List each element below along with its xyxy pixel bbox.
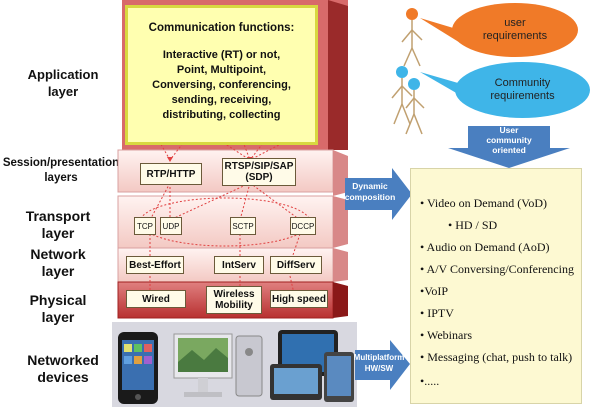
application-functions-title: Communication functions:: [148, 22, 295, 34]
service-item-hd-sd: • HD / SD: [448, 218, 498, 232]
layer-label-physical: Physical layer: [29, 292, 87, 325]
session-box-rtp-http: RTP/HTTP: [140, 163, 202, 185]
layer-label-transport: Transport layer: [25, 208, 91, 241]
user-community-oriented-label: User community oriented: [486, 125, 532, 155]
dynamic-composition-arrow: [345, 168, 412, 220]
physical-box-wired: Wired: [126, 290, 186, 308]
application-functions-body: Interactive (RT) or not, Point, Multipoi…: [152, 49, 291, 121]
service-item-aod: • Audio on Demand (AoD): [420, 240, 550, 254]
computer-tower-icon: [235, 335, 263, 397]
service-item-webinars: • Webinars: [420, 328, 473, 342]
slab-transport-side: [333, 196, 348, 248]
user-community-arrow: [448, 126, 570, 168]
service-item-voip: •VoIP: [420, 284, 448, 298]
user-bubble-tail: [420, 18, 462, 44]
services-panel: [410, 168, 582, 404]
community-requirements-bubble: Community requirements: [455, 62, 590, 118]
stick-figures-graphic: [391, 8, 425, 135]
service-item-vod: • Video on Demand (VoD): [420, 196, 548, 210]
dynamic-composition-label: Dynamic composition: [344, 181, 396, 202]
user-figure-icon: [401, 8, 423, 67]
service-item-more: •.....: [420, 374, 440, 388]
multiplatform-label: Multiplatform HW/SW: [353, 353, 405, 373]
physical-box-wireless-mobility: Wireless Mobility: [206, 286, 262, 314]
transport-box-sctp: SCTP: [230, 217, 256, 235]
smartphone-icon: [118, 332, 158, 404]
desktop-monitor-icon: [173, 333, 233, 397]
transport-box-dccp: DCCP: [290, 217, 316, 235]
session-box-rtsp-sip-sap: RTSP/SIP/SAP (SDP): [222, 158, 296, 186]
network-box-diffserv: DiffServ: [270, 256, 322, 274]
multiplatform-arrow: [355, 340, 410, 390]
service-item-av-conferencing: • A/V Conversing/Conferencing: [420, 262, 574, 276]
network-box-intserv: IntServ: [214, 256, 264, 274]
transport-box-tcp: TCP: [134, 217, 156, 235]
devices-graphic: [118, 330, 354, 404]
community-bubble-tail: [420, 72, 465, 98]
layer-label-network: Network layer: [30, 246, 86, 279]
community-figure-1-icon: [391, 66, 413, 125]
slab-application-side: [328, 0, 348, 150]
slab-physical-side: [333, 282, 348, 318]
slab-session-side: [333, 150, 348, 196]
service-item-iptv: • IPTV: [420, 306, 454, 320]
layer-label-session: Session/presentation layers: [2, 157, 120, 184]
network-box-best-effort: Best-Effort: [126, 256, 184, 274]
physical-box-high-speed: High speed: [270, 290, 328, 308]
slab-network-side: [333, 248, 348, 282]
layer-label-application: Application layer: [27, 67, 99, 99]
transport-box-udp: UDP: [160, 217, 182, 235]
user-requirements-bubble: user requirements: [452, 3, 578, 57]
tablet-icon: [270, 330, 354, 402]
application-functions-box: Communication functions: Interactive (RT…: [125, 5, 318, 145]
layer-label-devices: Networked devices: [27, 352, 99, 385]
service-item-messaging: • Messaging (chat, push to talk): [420, 350, 573, 364]
community-figure-2-icon: [405, 78, 425, 135]
